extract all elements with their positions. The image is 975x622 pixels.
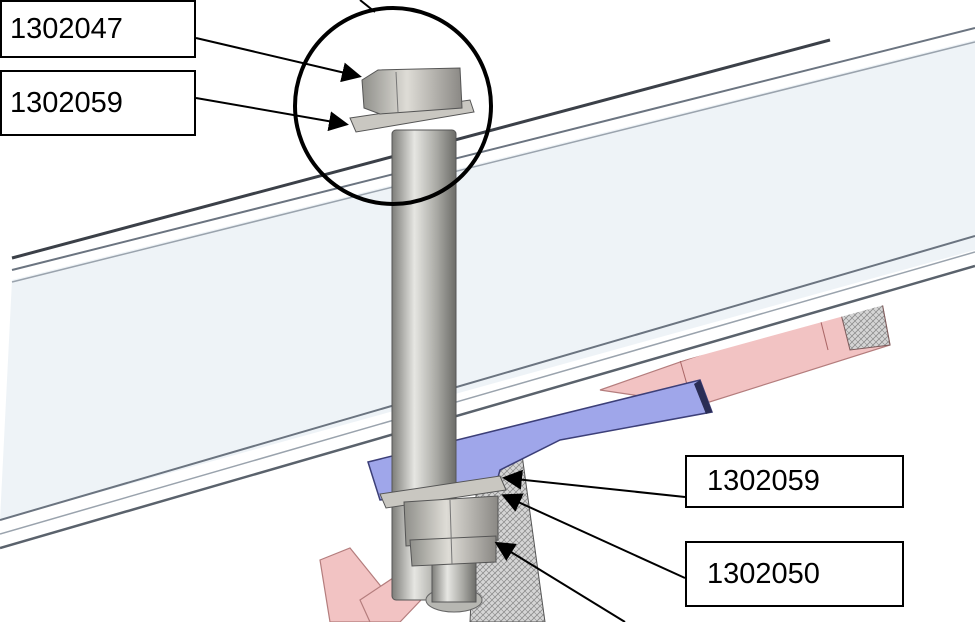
bolt-shank: [391, 129, 457, 601]
callout-label: 1302050: [707, 557, 820, 590]
callout-label: 1302047: [10, 12, 123, 45]
callout-label: 1302059: [10, 86, 123, 119]
leader-line-extra: [494, 541, 626, 622]
leader-line-1302059-bottom: [502, 469, 686, 498]
leader-line-top-stub: [359, 0, 376, 13]
leader-line-1302050: [501, 493, 686, 579]
leader-line-1302047: [195, 37, 362, 83]
callout-label: 1302059: [707, 465, 820, 497]
callout-1302047: 1302047: [0, 0, 196, 58]
callout-1302050: 1302050: [685, 541, 904, 607]
hex-bolt-head: [361, 67, 463, 115]
inclined-beam: [0, 20, 975, 622]
leader-line-1302059-top: [195, 97, 349, 132]
bottom-washer: [379, 475, 507, 509]
callout-1302059-top: 1302059: [0, 70, 196, 136]
detail-highlight-circle: [293, 6, 493, 206]
leader-lines: [195, 0, 686, 622]
callout-1302059-bottom: 1302059: [685, 455, 904, 508]
hex-nut-lower: [409, 535, 497, 567]
